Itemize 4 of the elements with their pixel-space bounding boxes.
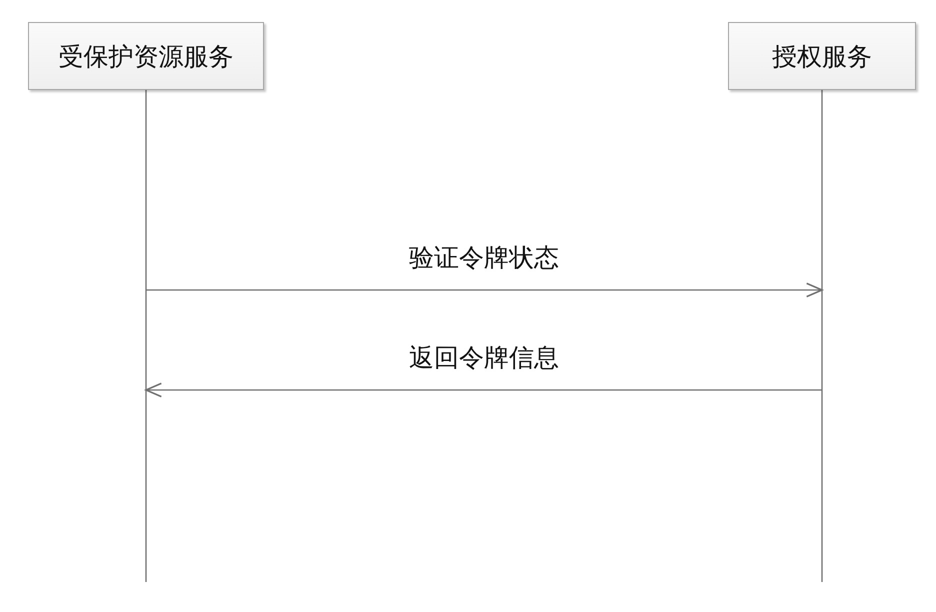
- participant-box: 受保护资源服务: [28, 22, 264, 90]
- message-arrow: [145, 382, 822, 398]
- message-arrow: [146, 282, 823, 298]
- participant-box: 授权服务: [728, 22, 916, 90]
